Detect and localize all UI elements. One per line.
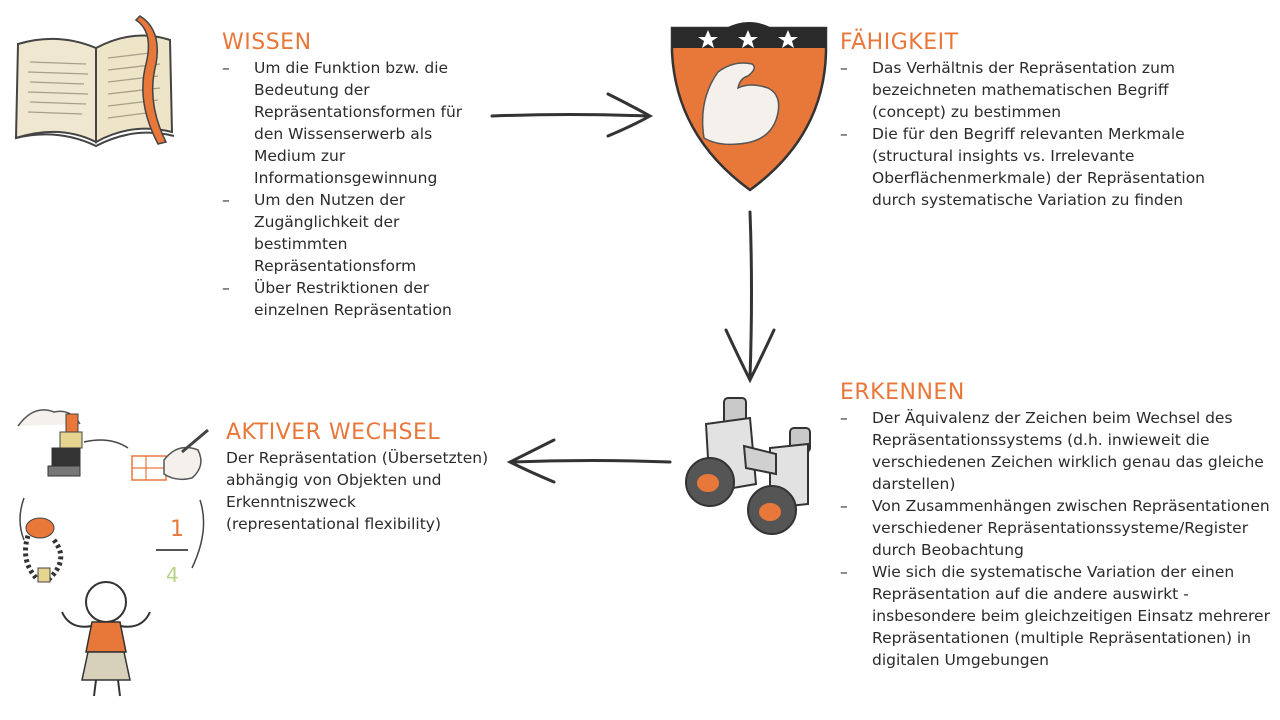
section-wissen: WISSEN Um die Funktion bzw. die Bedeutun… [222, 30, 490, 321]
erkennen-list: Der Äquivalenz der Zeichen beim Wechsel … [840, 407, 1276, 671]
list-item: Wie sich die systematische Variation der… [840, 561, 1276, 671]
fraction-denominator: 4 [166, 563, 179, 587]
list-item: Die für den Begriff relevanten Merkmale … [840, 123, 1226, 211]
aktiver-wechsel-text: Der Repräsentation (Übersetzten) abhängi… [226, 449, 489, 533]
wissen-heading: WISSEN [222, 30, 312, 55]
section-erkennen: ERKENNEN Der Äquivalenz der Zeichen beim… [840, 380, 1276, 671]
fraction-numerator: 1 [170, 517, 184, 542]
section-faehigkeit: FÄHIGKEIT Das Verhältnis der Repräsentat… [840, 30, 1226, 211]
juggling-figure-icon: 1 4 [17, 409, 209, 697]
list-item: Das Verhältnis der Repräsentation zum be… [840, 57, 1226, 123]
erkennen-heading: ERKENNEN [840, 380, 965, 405]
open-book-icon [14, 15, 175, 148]
list-item: Um den Nutzen der Zugänglichkeit der bes… [222, 189, 490, 277]
arrow-down-icon [724, 210, 776, 384]
shield-flexed-arm-icon [670, 22, 828, 192]
wissen-list: Um die Funktion bzw. die Bedeutung der R… [222, 57, 490, 321]
faehigkeit-list: Das Verhältnis der Repräsentation zum be… [840, 57, 1226, 211]
arrow-left-icon [506, 438, 672, 484]
arrow-right-icon [490, 92, 654, 138]
list-item: Von Zusammenhängen zwischen Repräsentati… [840, 495, 1276, 561]
binoculars-icon [685, 397, 811, 535]
section-aktiver-wechsel: AKTIVER WECHSEL Der Repräsentation (Über… [226, 420, 492, 535]
list-item: Über Restriktionen der einzelnen Repräse… [222, 277, 490, 321]
list-item: Um die Funktion bzw. die Bedeutung der R… [222, 57, 490, 189]
list-item: Der Äquivalenz der Zeichen beim Wechsel … [840, 407, 1276, 495]
aktiver-wechsel-heading: AKTIVER WECHSEL [226, 420, 441, 445]
faehigkeit-heading: FÄHIGKEIT [840, 30, 959, 55]
